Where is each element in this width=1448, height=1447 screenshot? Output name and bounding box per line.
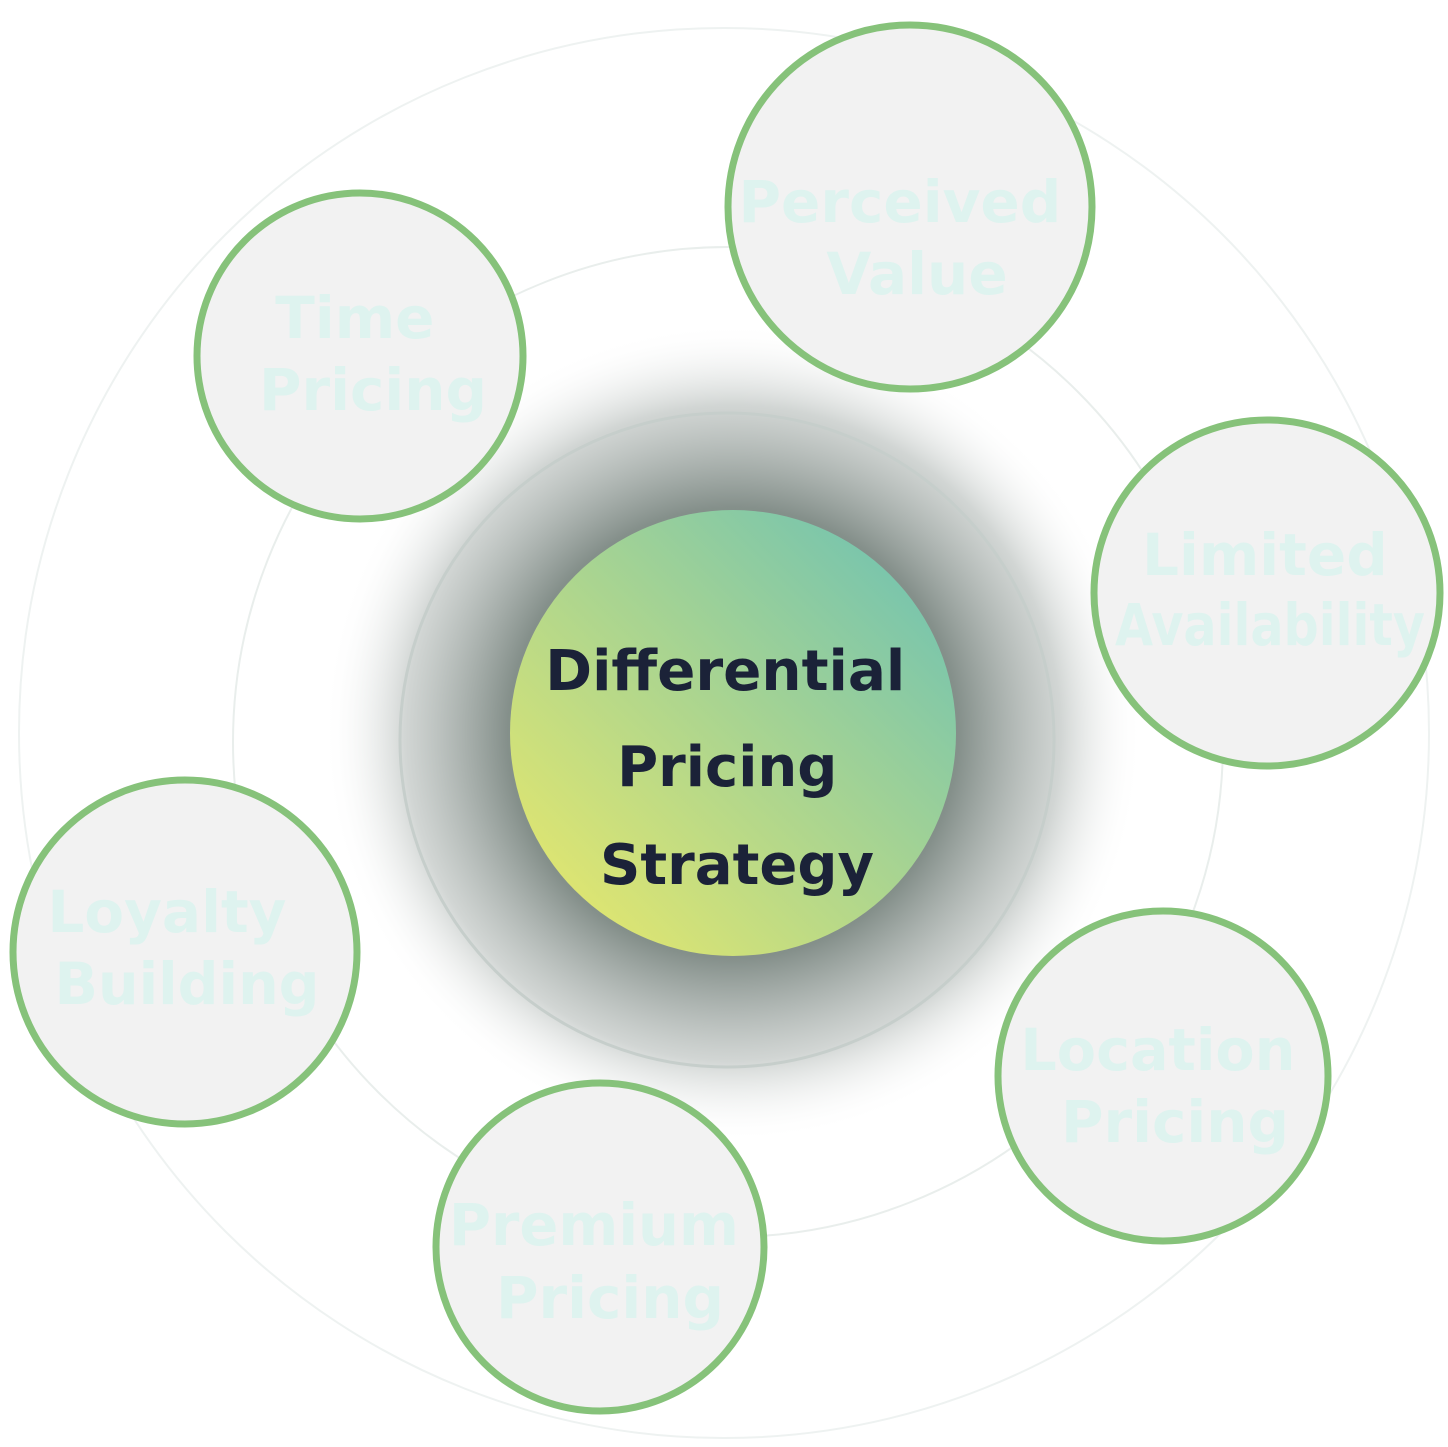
node-label-line: Building — [55, 950, 320, 1018]
node-circle — [1090, 416, 1444, 770]
hub: Differential Pricing Strategy — [510, 510, 956, 956]
hub-circle — [510, 510, 956, 956]
node-label-line: Loyalty — [47, 878, 286, 946]
node-label-line: Premium — [449, 1191, 739, 1259]
hub-label-line: Differential — [545, 639, 905, 704]
node-loyalty-building: Loyalty Building — [9, 776, 361, 1128]
node-circle — [432, 1079, 768, 1415]
svg-text:Limited Availability: Limited Availability — [1115, 521, 1425, 659]
node-location-pricing: Location Pricing — [994, 907, 1332, 1245]
node-label-line: Pricing — [259, 356, 487, 424]
svg-text:Location Pricing: Location Pricing — [1020, 1016, 1315, 1156]
svg-text:Time Pricing: Time Pricing — [259, 284, 487, 424]
node-label-line: Location — [1020, 1016, 1295, 1084]
node-limited-availability: Limited Availability — [1090, 416, 1444, 770]
satellite-nodes: Time Pricing Perceived Value Limited Ava… — [9, 21, 1444, 1415]
node-circle — [193, 189, 527, 523]
inner-orbit-ring — [398, 411, 1056, 1069]
node-label-line: Availability — [1115, 591, 1425, 659]
svg-text:Perceived Value: Perceived Value — [739, 168, 1082, 308]
node-circle — [724, 21, 1096, 393]
hub-label-line: Pricing — [617, 735, 837, 800]
outer-orbit-ring — [18, 27, 1430, 1439]
node-label-line: Time — [275, 284, 434, 352]
node-label-line: Value — [826, 240, 1007, 308]
node-circle — [9, 776, 361, 1128]
node-circle — [994, 907, 1332, 1245]
hub-label-line: Strategy — [600, 833, 874, 898]
node-label-line: Perceived — [739, 168, 1062, 236]
svg-text:Loyalty Building: Loyalty Building — [47, 878, 319, 1018]
svg-text:Differential Pricing: Differential Pricing Strategy — [545, 639, 925, 898]
node-label-line: Pricing — [1061, 1088, 1289, 1156]
node-perceived-value: Perceived Value — [724, 21, 1096, 393]
node-time-pricing: Time Pricing — [193, 189, 527, 523]
svg-text:Premium Pricing: Premium Pricing — [449, 1191, 759, 1332]
node-label-line: Pricing — [496, 1264, 724, 1332]
node-label-line: Limited — [1142, 521, 1388, 589]
node-premium-pricing: Premium Pricing — [432, 1079, 768, 1415]
